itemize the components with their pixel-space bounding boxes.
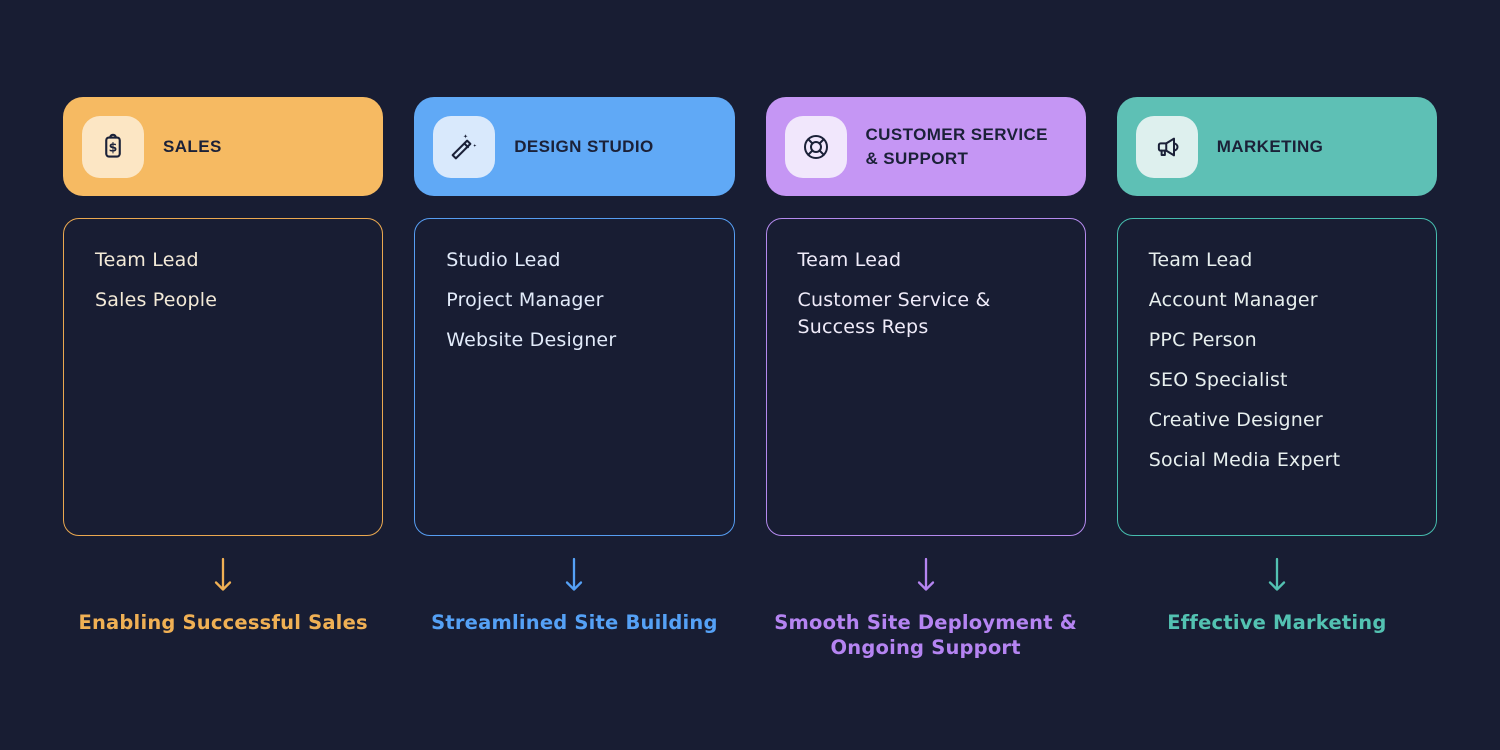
member-item: SEO Specialist — [1148, 368, 1288, 391]
magic-wand-icon — [433, 115, 496, 178]
team-structure-diagram: $ SALES Team Lead Sales People Enabling … — [63, 97, 1437, 661]
sales-header-card: $ SALES — [63, 97, 384, 196]
member-item: Team Lead — [797, 249, 902, 271]
member-item: Team Lead — [95, 249, 199, 271]
member-item: PPC Person — [1148, 328, 1257, 351]
down-arrow-icon — [63, 556, 383, 596]
customer-service-header-card: CUSTOMER SERVICE & SUPPORT — [765, 97, 1086, 196]
svg-text:$: $ — [109, 139, 118, 154]
sales-title: SALES — [163, 136, 222, 156]
design-studio-title: DESIGN STUDIO — [514, 136, 654, 156]
lifebuoy-icon — [784, 115, 847, 178]
down-arrow-icon — [414, 556, 734, 596]
member-item: Customer Service & Success Reps — [797, 288, 991, 338]
member-item: Project Manager — [446, 288, 604, 311]
member-item: Team Lead — [1148, 249, 1253, 271]
down-arrow-icon — [766, 556, 1086, 596]
sales-outcome-caption: Enabling Successful Sales — [78, 611, 368, 634]
member-item: Studio Lead — [446, 249, 561, 271]
clipboard-dollar-icon: $ — [82, 115, 144, 178]
design-studio-outcome-caption: Streamlined Site Building — [431, 611, 718, 634]
member-item: Website Designer — [446, 328, 617, 351]
design-studio-header-card: DESIGN STUDIO — [414, 97, 735, 196]
marketing-title: MARKETING — [1216, 136, 1324, 156]
member-item: Creative Designer — [1148, 408, 1323, 431]
marketing-members-box: Team Lead Account Manager PPC Person SEO… — [1116, 218, 1437, 536]
member-item: Sales People — [95, 288, 218, 311]
member-item: Account Manager — [1148, 288, 1318, 311]
customer-service-members-box: Team Lead Customer Service & Success Rep… — [765, 218, 1086, 536]
down-arrow-icon — [1117, 556, 1437, 596]
column-marketing: MARKETING Team Lead Account Manager PPC … — [1116, 97, 1437, 661]
sales-members-box: Team Lead Sales People — [63, 218, 384, 536]
customer-service-outcome-caption: Smooth Site Deployment & Ongoing Support — [774, 611, 1077, 659]
megaphone-icon — [1135, 115, 1198, 178]
column-design-studio: DESIGN STUDIO Studio Lead Project Manage… — [414, 97, 735, 661]
column-sales: $ SALES Team Lead Sales People Enabling … — [63, 97, 384, 661]
customer-service-title: CUSTOMER SERVICE & SUPPORT — [865, 125, 1048, 168]
marketing-header-card: MARKETING — [1116, 97, 1437, 196]
member-item: Social Media Expert — [1148, 448, 1341, 471]
design-studio-members-box: Studio Lead Project Manager Website Desi… — [414, 218, 735, 536]
marketing-outcome-caption: Effective Marketing — [1167, 611, 1387, 634]
column-customer-service-support: CUSTOMER SERVICE & SUPPORT Team Lead Cus… — [765, 97, 1086, 661]
